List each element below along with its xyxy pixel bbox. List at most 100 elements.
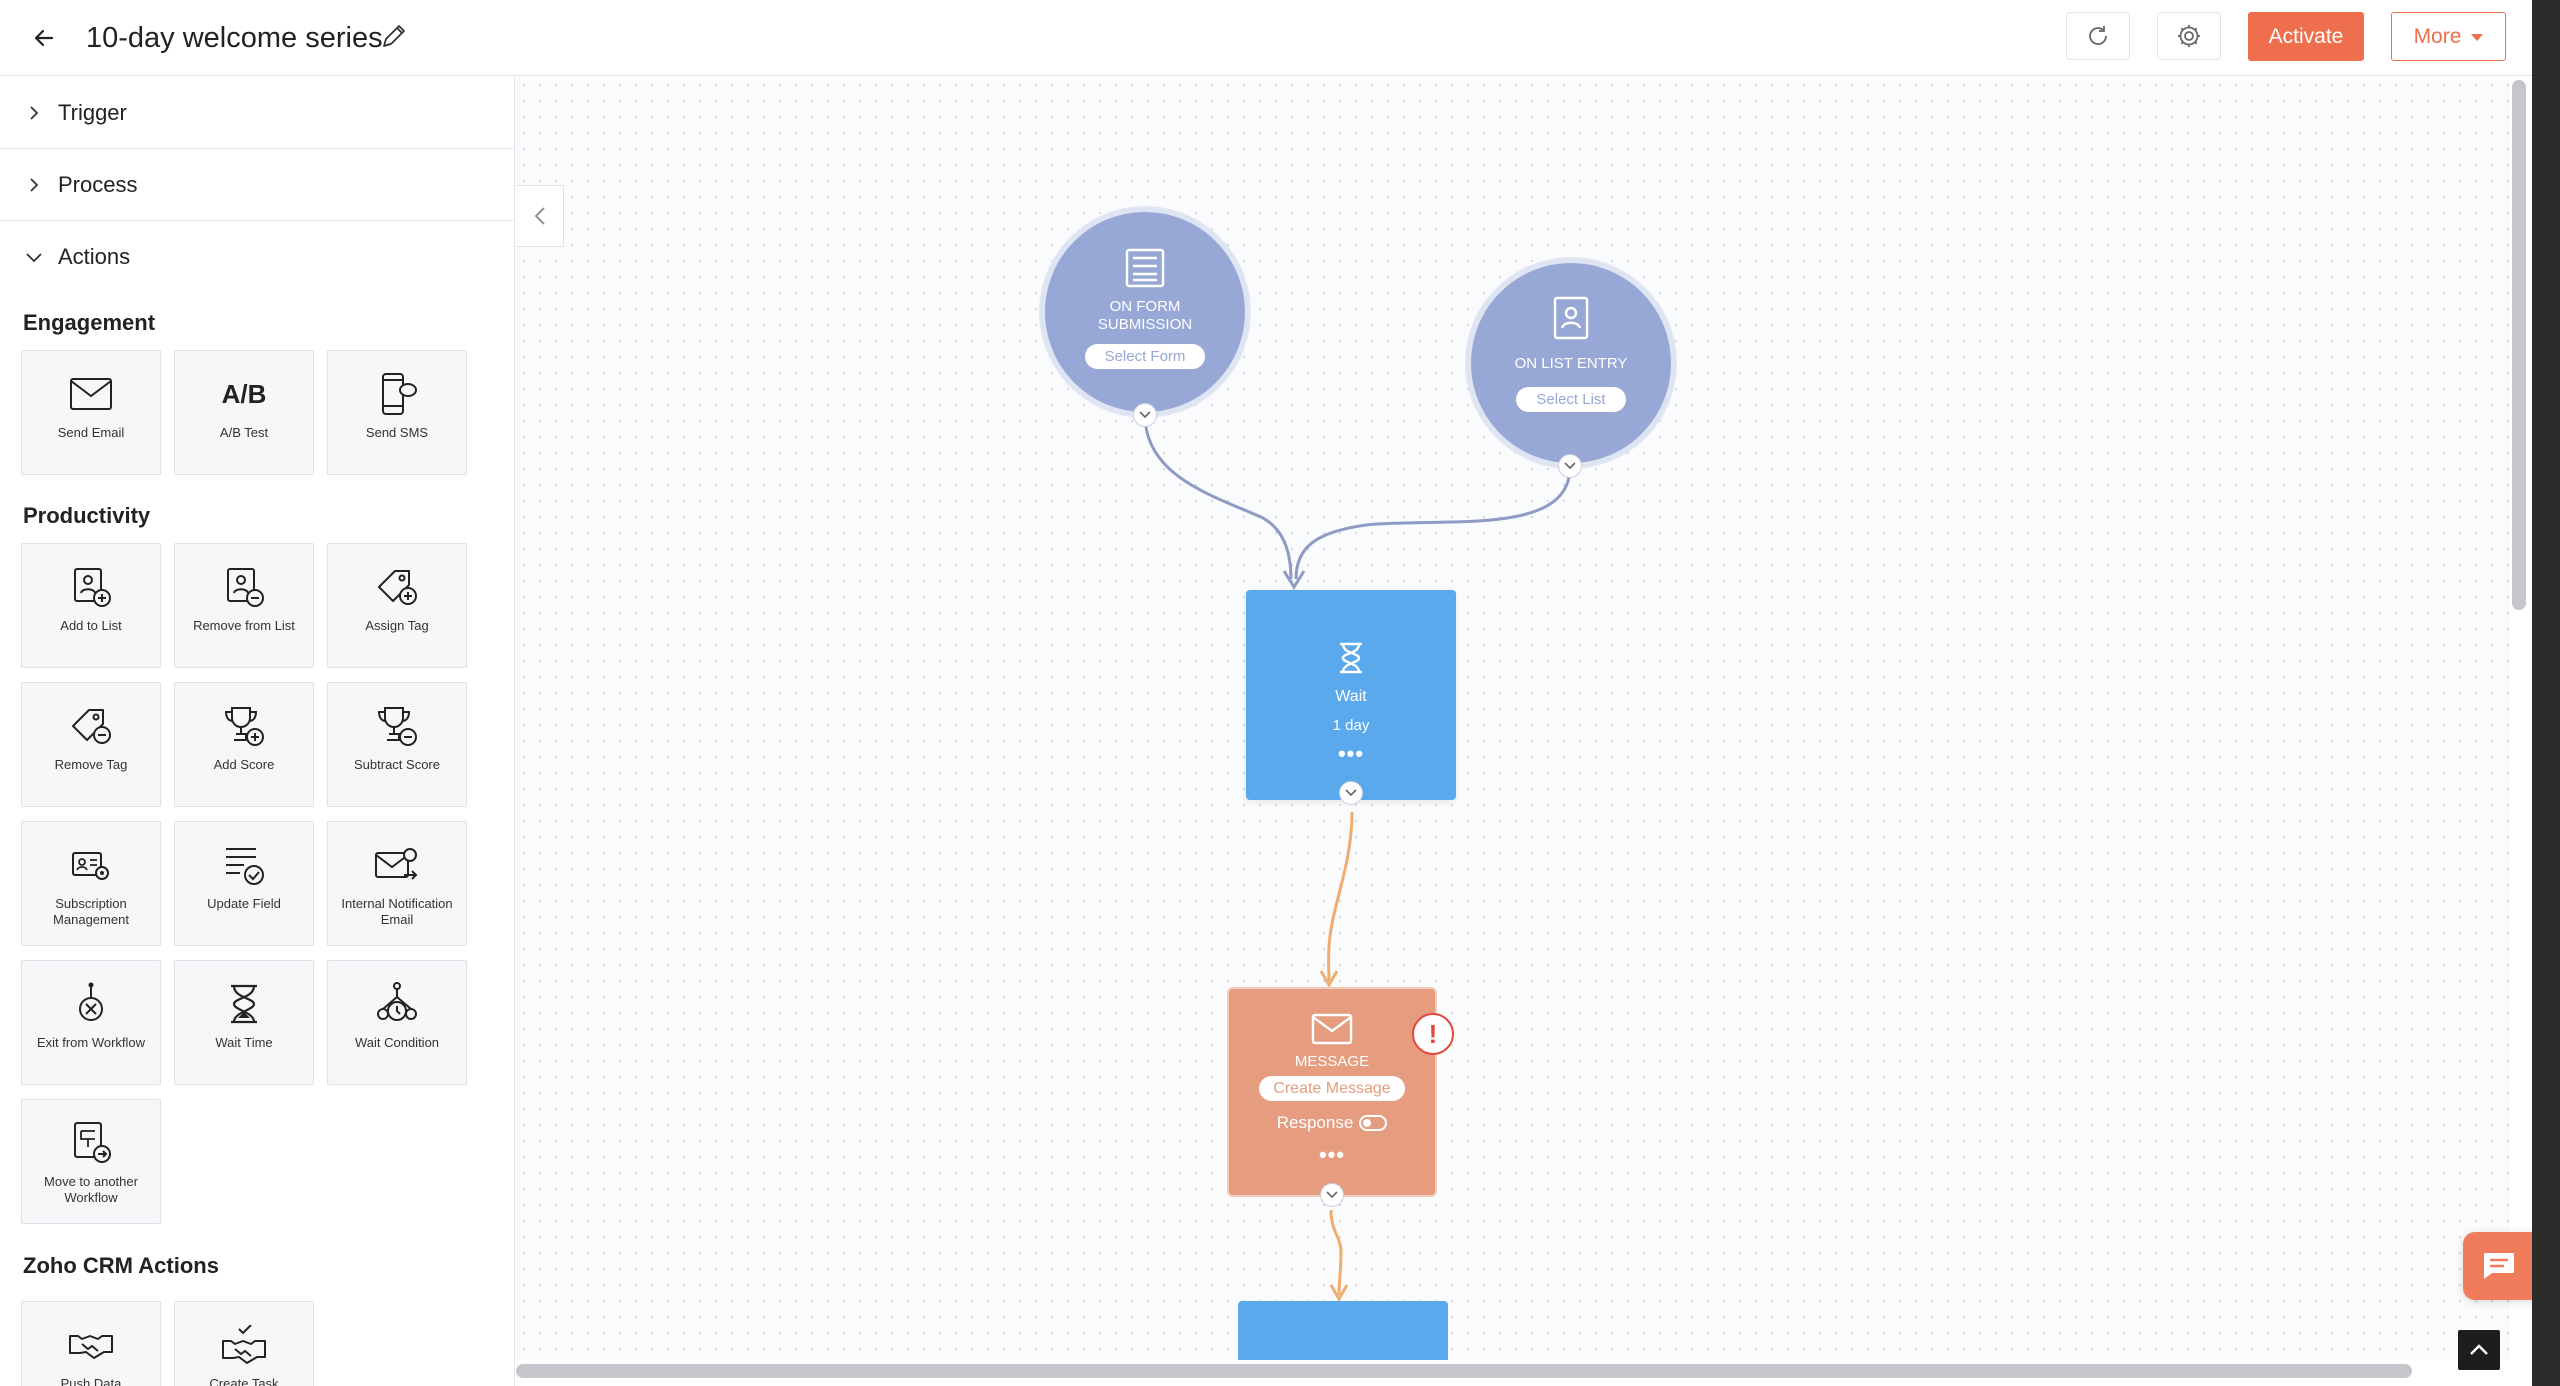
node-menu-icon[interactable]: ••• <box>1318 1142 1346 1167</box>
create-message-button[interactable]: Create Message <box>1259 1076 1405 1101</box>
scroll-to-top-button[interactable] <box>2458 1330 2500 1370</box>
tile-label: Move to another Workflow <box>44 1174 138 1205</box>
edit-title-button[interactable] <box>374 16 414 56</box>
workflow-move-icon <box>74 1122 111 1163</box>
phone-chat-icon <box>382 373 417 415</box>
select-list-button[interactable]: Select List <box>1516 387 1626 412</box>
node-menu-icon[interactable]: ••• <box>1337 741 1365 766</box>
tile-assign-tag[interactable]: Assign Tag <box>327 543 467 668</box>
response-toggle[interactable] <box>1359 1115 1388 1131</box>
expand-form-node-button[interactable] <box>1133 403 1157 427</box>
tile-internal-notification-email[interactable]: Internal Notification Email <box>327 821 467 946</box>
trophy-add-icon <box>224 707 264 746</box>
tile-label: Wait Time <box>215 1035 273 1050</box>
tile-create-task[interactable]: Create Task <box>174 1301 314 1386</box>
tile-label: Subtract Score <box>354 757 440 772</box>
wait-node[interactable]: Wait 1 day ••• <box>1246 590 1456 800</box>
warning-badge-icon: ! <box>1412 1013 1454 1055</box>
expand-list-node-button[interactable] <box>1558 454 1582 478</box>
expand-message-node-button[interactable] <box>1320 1183 1344 1207</box>
connector-wait-to-message <box>1327 811 1354 982</box>
refresh-button[interactable] <box>2066 12 2130 60</box>
tile-add-score[interactable]: Add Score <box>174 682 314 807</box>
workflow-canvas[interactable]: ON FORM SUBMISSION Select Form ON LIST E… <box>516 77 2510 1360</box>
expand-wait-node-button[interactable] <box>1339 781 1363 805</box>
message-node[interactable]: MESSAGE Create Message Response ••• <box>1227 987 1437 1197</box>
contact-remove-icon <box>227 568 264 607</box>
connector-message-to-next <box>1329 1209 1343 1296</box>
settings-button[interactable] <box>2157 12 2221 60</box>
select-form-button[interactable]: Select Form <box>1084 344 1206 369</box>
tile-label: Remove Tag <box>54 757 128 772</box>
accordion-label: Process <box>58 171 138 197</box>
tile-update-field[interactable]: Update Field <box>174 821 314 946</box>
tile-label: Push Data <box>60 1376 122 1386</box>
horizontal-scrollbar[interactable] <box>516 1364 2412 1378</box>
response-label: Response <box>1276 1113 1354 1132</box>
tile-remove-from-list[interactable]: Remove from List <box>174 543 314 668</box>
tile-move-to-another-workflow[interactable]: Move to another Workflow <box>21 1099 161 1224</box>
tile-subtract-score[interactable]: Subtract Score <box>327 682 467 807</box>
id-card-gear-icon <box>72 852 109 880</box>
wait-value: 1 day <box>1332 717 1370 734</box>
envelope-icon <box>1311 1013 1353 1045</box>
tile-send-sms[interactable]: Send SMS <box>327 350 467 475</box>
exit-x-icon <box>79 982 103 1021</box>
pencil-icon <box>383 25 405 47</box>
chat-support-button[interactable] <box>2463 1232 2532 1300</box>
tile-label: Send Email <box>57 425 125 440</box>
vertical-scrollbar[interactable] <box>2512 80 2526 610</box>
accordion-label: Trigger <box>58 99 127 125</box>
tile-wait-time[interactable]: Wait Time <box>174 960 314 1085</box>
accordion-process[interactable]: Process <box>0 149 514 221</box>
back-button[interactable] <box>24 18 64 58</box>
chevron-down-icon <box>1564 462 1576 470</box>
refresh-icon <box>2089 26 2107 45</box>
more-dropdown[interactable]: More <box>2391 12 2506 61</box>
tile-label: Create Task <box>209 1376 279 1386</box>
tile-ab-test[interactable]: A/B A/B Test <box>174 350 314 475</box>
branch-clock-icon <box>377 982 417 1021</box>
connector-form-to-wait <box>1143 414 1293 580</box>
contact-add-icon <box>74 568 111 607</box>
tile-send-email[interactable]: Send Email <box>21 350 161 475</box>
tile-label: Update Field <box>207 896 281 911</box>
chevron-left-icon <box>534 207 545 225</box>
tag-add-icon <box>378 570 417 605</box>
wait-title: Wait <box>1335 688 1367 705</box>
section-title-productivity: Productivity <box>23 503 151 528</box>
response-row: Response <box>1277 1113 1388 1133</box>
tile-label: Add to List <box>60 618 122 633</box>
tile-remove-tag[interactable]: Remove Tag <box>21 682 161 807</box>
chevron-right-icon <box>24 175 44 195</box>
tile-push-data[interactable]: Push Data <box>21 1301 161 1386</box>
accordion-label: Actions <box>58 244 131 269</box>
tag-remove-icon <box>72 709 111 744</box>
top-bar: 10-day welcome series Activate More <box>0 0 2532 76</box>
accordion-actions[interactable]: Actions <box>0 221 514 293</box>
trigger-node-form-submission[interactable]: ON FORM SUBMISSION Select Form <box>1040 207 1250 417</box>
arrowhead-next <box>1329 1284 1349 1303</box>
tile-wait-condition[interactable]: Wait Condition <box>327 960 467 1085</box>
chevron-right-icon <box>24 103 44 123</box>
chevron-down-icon <box>1326 1191 1338 1199</box>
section-title-zoho-crm-actions: Zoho CRM Actions <box>23 1253 219 1278</box>
tile-label: Exit from Workflow <box>36 1035 146 1050</box>
flow-connectors <box>1143 414 1572 1303</box>
activate-button[interactable]: Activate <box>2248 12 2364 61</box>
tile-exit-from-workflow[interactable]: Exit from Workflow <box>21 960 161 1085</box>
accordion-trigger[interactable]: Trigger <box>0 77 514 149</box>
tile-add-to-list[interactable]: Add to List <box>21 543 161 668</box>
tile-label: Send SMS <box>365 425 429 440</box>
arrowhead-message <box>1319 970 1339 989</box>
hourglass-icon <box>231 984 257 1024</box>
next-node[interactable] <box>1238 1301 1448 1360</box>
handshake-icon <box>69 1335 113 1359</box>
chevron-up-icon <box>2470 1344 2488 1355</box>
handshake-check-icon <box>222 1325 266 1364</box>
tile-label: Internal Notification Email <box>341 896 453 927</box>
trigger-node-list-entry[interactable]: ON LIST ENTRY Select List <box>1466 258 1676 468</box>
collapse-sidebar-button[interactable] <box>516 185 564 247</box>
tile-subscription-management[interactable]: Subscription Management <box>21 821 161 946</box>
chevron-down-icon <box>1345 789 1357 797</box>
